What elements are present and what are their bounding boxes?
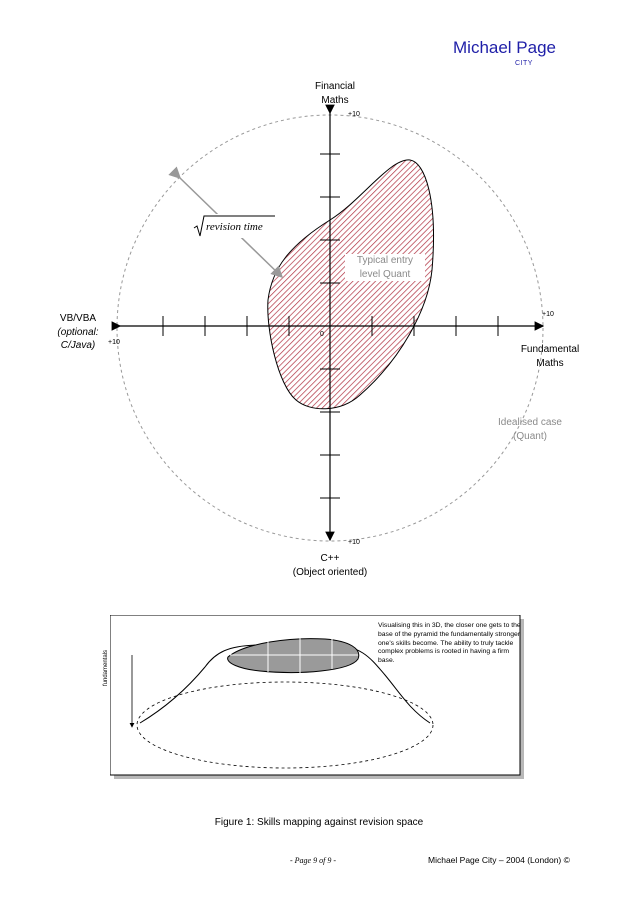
pyramid-note: Visualising this in 3D, the closer one g… [378, 622, 526, 666]
axis-left-label: VB/VBA (optional: C/Java) [48, 312, 108, 353]
axis-bottom-label: C++(Object oriented) [270, 552, 390, 579]
formula-text: revision time [206, 221, 263, 233]
origin-label: 0 [320, 330, 324, 339]
page-number: - Page 9 of 9 - [290, 856, 336, 865]
axis-right-tick: +10 [542, 310, 554, 319]
ideal-case-label: Idealised case(Quant) [490, 416, 570, 443]
fundamentals-label: fundamentals [103, 650, 109, 686]
axis-top-tick: +10 [348, 110, 360, 119]
axis-left-tick: +10 [108, 338, 120, 347]
figure-caption: Figure 1: Skills mapping against revisio… [0, 817, 638, 828]
copyright: Michael Page City – 2004 (London) © [428, 855, 570, 865]
entry-level-region [268, 160, 434, 409]
axis-bottom-tick: +10 [348, 538, 360, 547]
